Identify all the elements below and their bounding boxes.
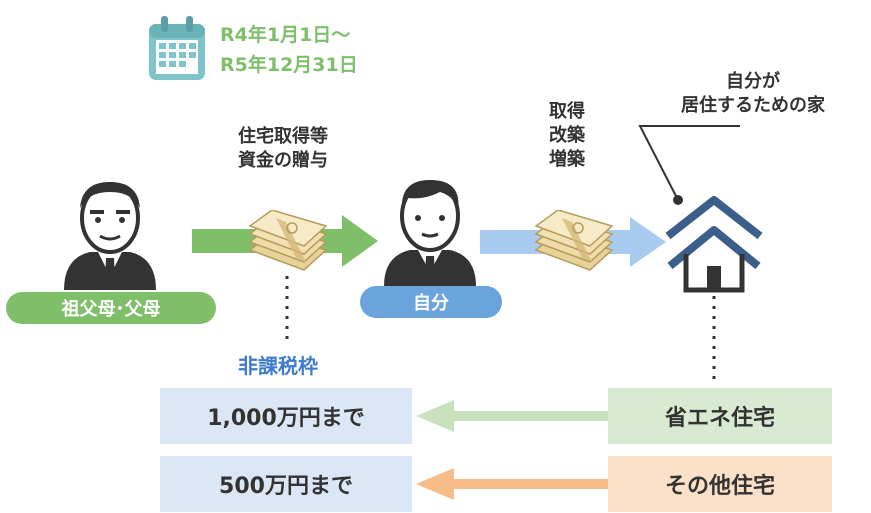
- amount-box-2: 500万円まで: [160, 456, 412, 512]
- house-icon: [665, 196, 763, 293]
- period-end: R5年12月31日: [220, 54, 358, 76]
- acquire-label: 取得 改築 増築: [549, 101, 585, 170]
- row1-arrow: [416, 400, 608, 432]
- gift-label: 住宅取得等 資金の贈与: [238, 126, 328, 171]
- self-badge: 自分: [360, 286, 502, 318]
- row2-arrow: [416, 468, 608, 500]
- house-label: 自分が 居住するための家: [681, 71, 825, 116]
- type-box-1: 省エネ住宅: [608, 388, 832, 444]
- amount-box-1: 1,000万円まで: [160, 388, 412, 444]
- gift-dotted-line: [285, 276, 289, 342]
- person-icon: [384, 180, 476, 286]
- calendar-icon: [149, 16, 205, 80]
- type-box-2: その他住宅: [608, 456, 832, 512]
- grandparent-icon: [64, 182, 156, 290]
- donor-badge: 祖父母･父母: [6, 292, 216, 324]
- money-bundle-icon: [248, 210, 328, 271]
- money-bundle-icon: [534, 210, 614, 271]
- house-dotted-line: [712, 296, 716, 386]
- exemption-title: 非課税枠: [238, 354, 318, 378]
- period-start: R4年1月1日～: [220, 24, 351, 46]
- callout-line: [638, 125, 740, 205]
